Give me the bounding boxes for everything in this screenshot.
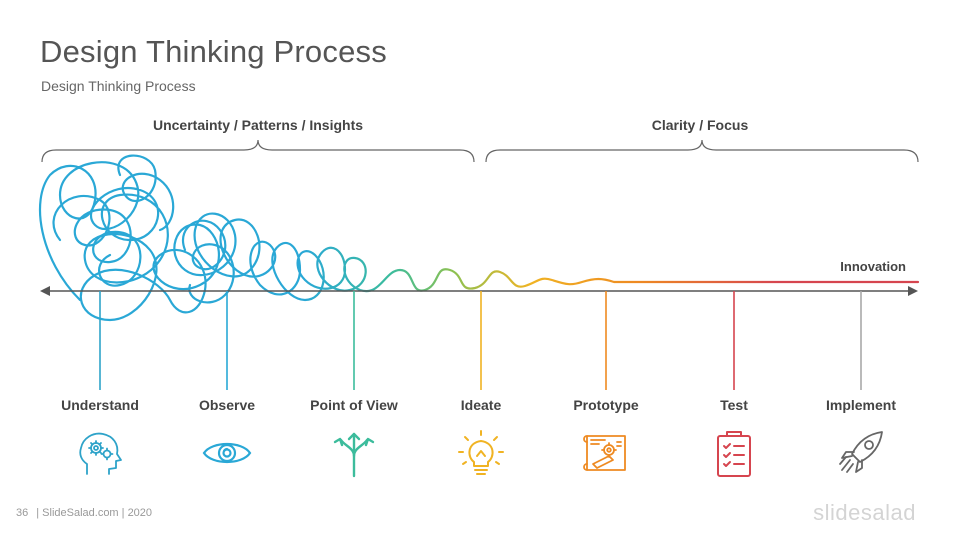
stage-label-implement: Implement (825, 397, 897, 413)
stage-connectors (99, 291, 862, 390)
timeline-axis (40, 286, 918, 296)
eye-icon (202, 442, 252, 464)
innovation-label: Innovation (840, 259, 906, 274)
slide-footer: 36 | SlideSalad.com | 2020 (16, 507, 152, 519)
slide-subtitle: Design Thinking Process (41, 78, 196, 94)
uncertainty-brace (41, 139, 475, 163)
phase-label-clarity: Clarity / Focus (651, 117, 749, 133)
stage-label-ideate: Ideate (460, 397, 502, 413)
split-arrows-icon (333, 432, 375, 478)
clarity-brace (485, 139, 919, 163)
stage-label-understand: Understand (61, 397, 139, 413)
brand-logo: slidesalad (813, 500, 916, 525)
footer-credit: | SlideSalad.com | 2020 (36, 507, 153, 519)
process-squiggle (38, 154, 920, 322)
stage-label-observe: Observe (198, 397, 256, 413)
phase-label-uncertainty: Uncertainty / Patterns / Insights (152, 117, 364, 133)
stage-label-test: Test (720, 397, 748, 413)
lightbulb-icon (458, 430, 504, 475)
page-number: 36 (16, 507, 29, 519)
slide-title: Design Thinking Process (40, 34, 387, 69)
stage-label-point-of-view: Point of View (310, 397, 398, 413)
blueprint-icon (583, 435, 626, 471)
clipboard-checklist-icon (717, 431, 751, 477)
head-gears-icon (79, 432, 122, 475)
stage-label-prototype: Prototype (573, 397, 639, 413)
rocket-icon (839, 431, 883, 473)
